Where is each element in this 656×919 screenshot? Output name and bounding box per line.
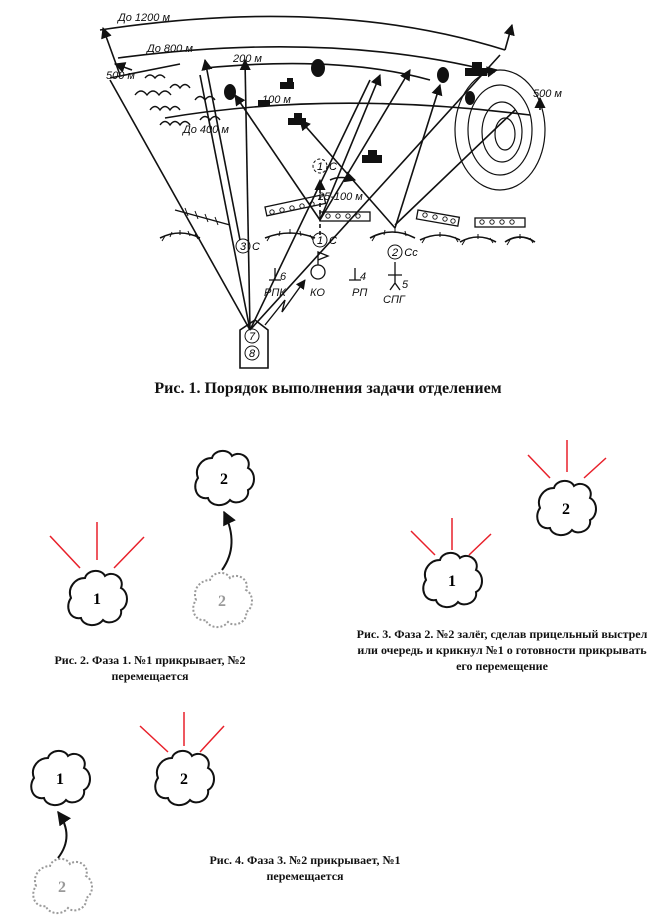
svg-text:С: С [329, 235, 337, 247]
pos-6-num: 6 [280, 271, 287, 283]
fire-positions [269, 251, 402, 291]
figure-2-caption: Рис. 2. Фаза 1. №1 прикрывает, №2 переме… [54, 653, 246, 683]
svg-text:2: 2 [220, 471, 228, 488]
marker-1-forward: 1 С [312, 158, 337, 174]
soldier-markers: 1 С 3 С 1 С 2 Сс 7 8 [235, 158, 418, 361]
enemy-targets [224, 59, 487, 163]
label-25-100: 25-100 м [317, 191, 363, 203]
figure-3-caption: Рис. 3. Фаза 2. №2 залёг, сделав прицель… [356, 627, 648, 673]
pos-5-num: 5 [402, 279, 409, 291]
svg-text:С: С [329, 161, 337, 173]
label-400: До 400 м [181, 124, 229, 136]
svg-text:2: 2 [562, 501, 570, 518]
svg-text:2: 2 [180, 771, 188, 788]
pos-4-num: 4 [360, 271, 366, 283]
label-1200: До 1200 м [116, 12, 170, 24]
figure-4: 1 2 2 [30, 712, 225, 915]
arc-500 [109, 63, 181, 79]
svg-text:8: 8 [249, 348, 256, 360]
blob-2-ghost: 2 [32, 857, 93, 915]
figure-3: 2 1 [410, 440, 607, 609]
marker-8: 8 [244, 345, 260, 361]
marker-2: 2 Сс [387, 244, 418, 260]
label-500-right: 500 м [533, 88, 562, 100]
range-labels: До 1200 м До 800 м 200 м 100 м До 400 м … [106, 12, 562, 203]
svg-text:1: 1 [56, 771, 64, 788]
figure-1-caption: Рис. 1. Порядок выполнения задачи отделе… [154, 380, 502, 397]
arc-1200 [99, 15, 506, 51]
svg-text:С: С [252, 241, 260, 253]
blob-2: 2 [536, 479, 597, 537]
figure-4-caption: Рис. 4. Фаза 3. №2 прикрывает, №1 переме… [209, 853, 401, 883]
blob-1: 1 [30, 749, 91, 807]
svg-text:2: 2 [58, 879, 66, 896]
svg-text:1: 1 [317, 235, 323, 247]
svg-text:2: 2 [218, 593, 226, 610]
svg-text:1: 1 [448, 573, 456, 590]
figure-2: 1 2 2 [49, 449, 255, 629]
blob-1: 1 [67, 569, 128, 627]
blob-1: 1 [422, 551, 483, 609]
svg-text:2: 2 [391, 247, 398, 259]
arc-400 [164, 102, 531, 119]
label-200: 200 м [232, 53, 262, 65]
move-arrow [57, 810, 71, 859]
marker-7: 7 [244, 328, 260, 344]
arc-800 [117, 46, 496, 73]
marker-3: 3 С [235, 238, 260, 254]
label-800: До 800 м [145, 43, 193, 55]
svg-text:Сс: Сс [404, 247, 418, 259]
blob-2: 2 [154, 749, 215, 807]
pos-spg: СПГ [383, 294, 406, 306]
svg-text:7: 7 [249, 331, 256, 343]
position-labels: 6 РПК КО 4 РП 5 СПГ [264, 271, 409, 306]
pos-ko: КО [310, 287, 325, 299]
marker-1: 1 С [312, 232, 337, 248]
svg-text:3: 3 [240, 241, 247, 253]
move-arrow [221, 510, 236, 571]
pos-rp: РП [352, 287, 367, 299]
pos-rpk: РПК [264, 287, 286, 299]
svg-text:1: 1 [317, 161, 323, 173]
blob-2-ghost: 2 [192, 571, 253, 629]
label-100: 100 м [262, 94, 291, 106]
label-500-left: 500 м [106, 70, 135, 82]
svg-text:1: 1 [93, 591, 101, 608]
figure-1-battle-order [99, 15, 546, 369]
blob-2-target: 2 [194, 449, 255, 507]
